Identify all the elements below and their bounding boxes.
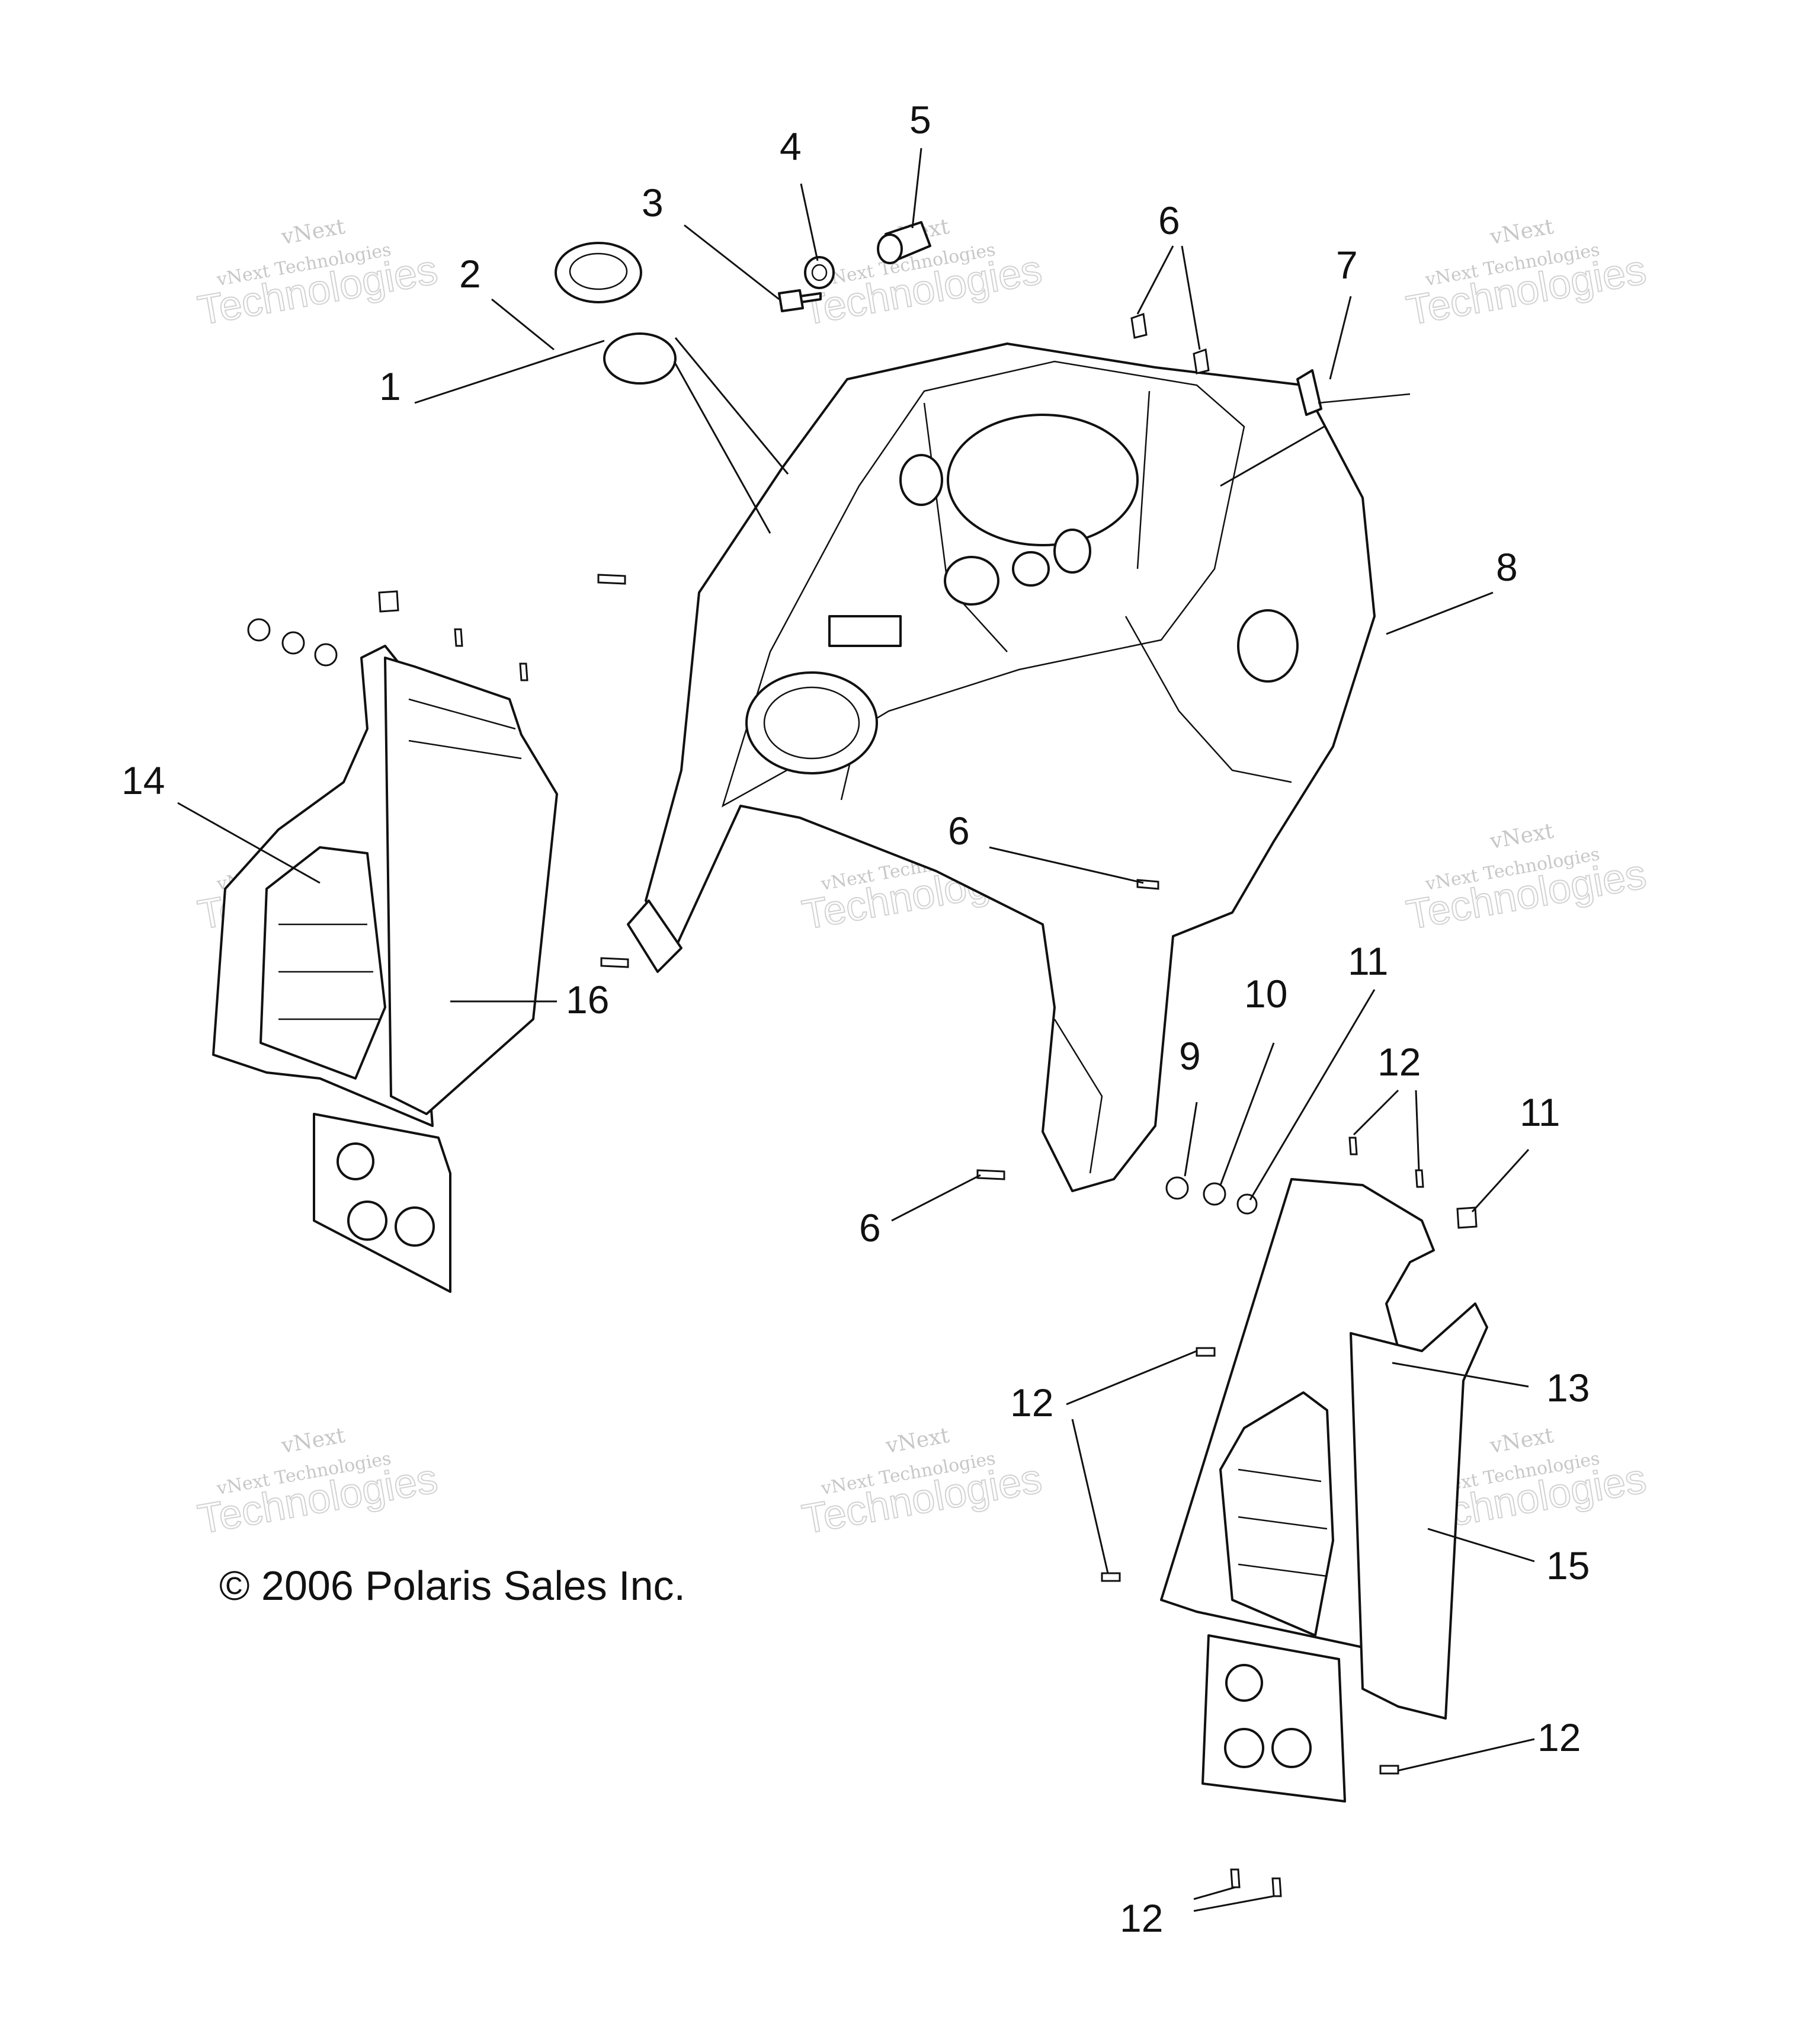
callout-13: 13 (1546, 1366, 1590, 1410)
part-8-body-panel (627, 342, 1376, 1192)
callout-5: 5 (909, 98, 931, 142)
callout-12-bottom: 12 (1120, 1896, 1163, 1940)
right-hardware (1101, 1137, 1478, 1897)
watermark: vNext vNext Technologies Technologies (1402, 819, 1650, 939)
callout-11-right: 11 (1520, 1090, 1561, 1134)
watermark-line1: vNext (1488, 1423, 1556, 1458)
watermark: vNext vNext Technologies Technologies (1402, 215, 1650, 334)
watermark: vNext vNext Technologies Technologies (798, 215, 1046, 334)
part-7-sensor (1296, 369, 1411, 416)
part-4-nut (804, 256, 835, 289)
callout-10: 10 (1244, 972, 1287, 1016)
callout-9: 9 (1179, 1034, 1201, 1078)
watermark-line1: vNext (883, 1423, 951, 1458)
callout-12-left: 12 (1010, 1381, 1053, 1424)
part-16-left-inner-panel (384, 657, 558, 1115)
callout-8: 8 (1496, 545, 1518, 589)
part-15-right-outer-trim (1350, 1302, 1488, 1720)
callout-6-bottom: 6 (859, 1206, 881, 1250)
body-opening (947, 414, 1139, 546)
part-1-o-ring (603, 332, 677, 385)
watermark: vNext vNext Technologies Technologies (194, 1423, 441, 1543)
callout-15: 15 (1546, 1544, 1590, 1587)
callout-1: 1 (379, 364, 401, 408)
part-14-left-side-panel (212, 645, 451, 1293)
callout-7: 7 (1336, 243, 1358, 287)
part-6-screws (597, 312, 1210, 1180)
watermark: vNext vNext Technologies Technologies (798, 1423, 1046, 1543)
callout-12-right: 12 (1537, 1715, 1581, 1759)
callout-12-top: 12 (1377, 1040, 1421, 1084)
callout-6-middle: 6 (948, 809, 970, 853)
callout-labels: 1 2 3 4 5 6 6 6 7 8 9 10 11 11 12 12 12 … (121, 98, 1590, 1940)
callout-4: 4 (780, 124, 802, 168)
left-hardware (247, 590, 528, 681)
callout-2: 2 (459, 252, 481, 296)
watermark: vNext vNext Technologies Technologies (194, 215, 441, 334)
callout-3: 3 (642, 181, 664, 225)
callout-11-left: 11 (1348, 939, 1389, 983)
watermark-line1: vNext (1488, 215, 1556, 249)
callout-16: 16 (566, 978, 609, 1022)
leader-lines (177, 148, 1535, 1912)
callout-6-top: 6 (1158, 199, 1180, 242)
watermark-line1: vNext (279, 1423, 347, 1458)
part-2-cap-ring (555, 242, 642, 303)
copyright-notice: © 2006 Polaris Sales Inc. (219, 1563, 685, 1609)
part-3-key (778, 289, 822, 312)
part-5-ignition-switch (877, 221, 931, 264)
watermark-line1: vNext (279, 215, 347, 249)
watermark-line1: vNext (1488, 819, 1556, 854)
callout-14: 14 (121, 758, 165, 802)
